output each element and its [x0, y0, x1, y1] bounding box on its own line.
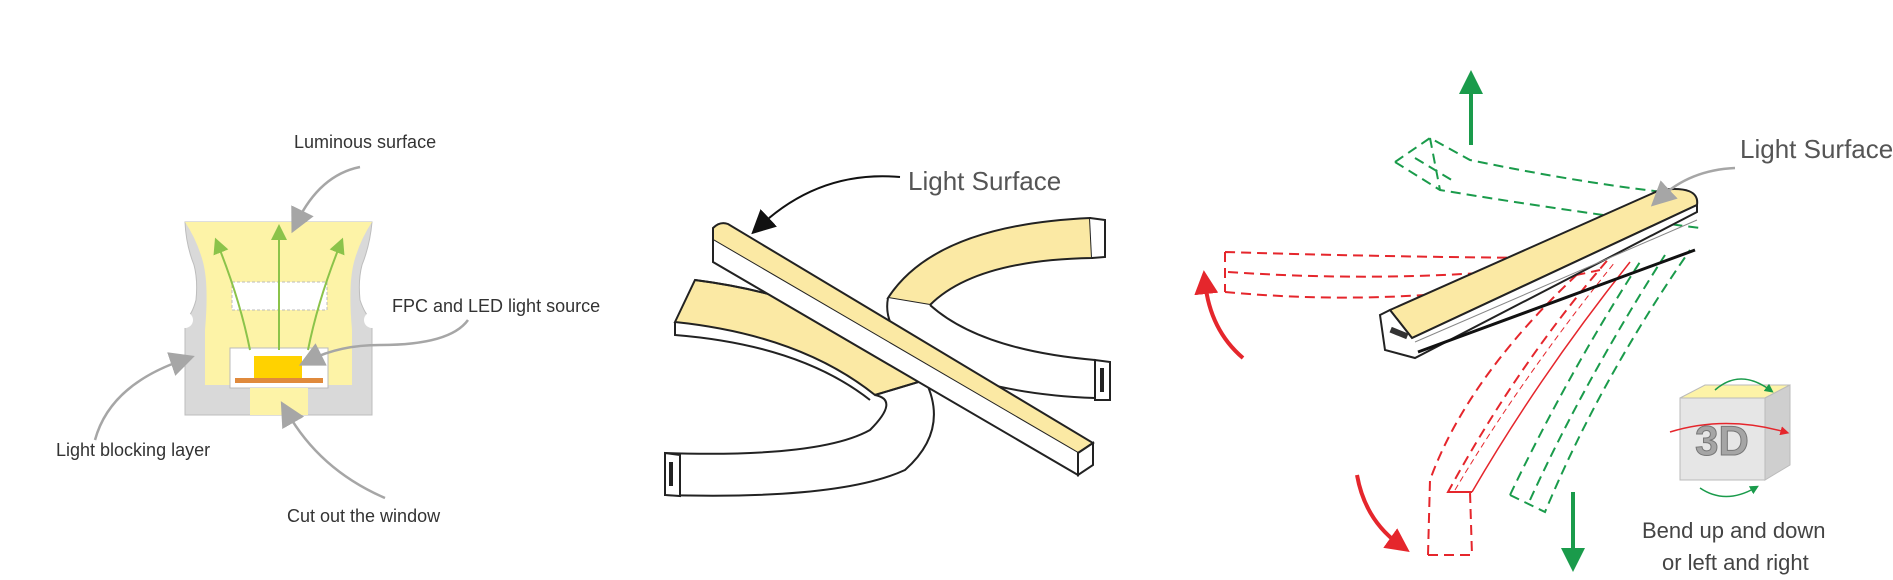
label-fpc-led: FPC and LED light source: [392, 296, 601, 316]
green-upbend-inner: [1414, 157, 1456, 183]
middle-right-strip-yellow: [886, 216, 1094, 307]
middle-left-strip-side: [674, 322, 871, 401]
right-strip-base-line: [1417, 248, 1696, 354]
label-light-blocking: Light blocking layer: [56, 440, 211, 460]
leader-luminous: [291, 165, 361, 234]
right-light-surface-pointer: [1650, 166, 1736, 207]
red-downbend-outline: [1427, 254, 1613, 556]
notch-right: [364, 312, 380, 328]
right-strip-top: [1388, 188, 1699, 340]
bend-caption-line1: Bend up and down: [1642, 518, 1826, 543]
middle-right-end-slot: [1100, 368, 1104, 392]
leader-fpc: [298, 319, 470, 366]
bottom-window: [250, 388, 308, 415]
red-leftbend-outline: [1224, 251, 1601, 299]
red-downbend-inner: [1454, 261, 1616, 491]
green-rightbend-outline: [1509, 249, 1691, 514]
red-downbend-solid: [1471, 261, 1631, 493]
leader-window: [280, 401, 386, 500]
red-left-arrow: [1194, 270, 1245, 360]
light-ray-left: [213, 237, 251, 351]
middle-straight-bar-end: [1077, 441, 1094, 477]
label-luminous-surface: Luminous surface: [294, 132, 437, 152]
led-chip: [254, 356, 302, 378]
bend-caption-line2: or left and right: [1662, 550, 1809, 575]
middle-left-end-slot: [669, 462, 673, 486]
right-strip-side: [1378, 203, 1698, 360]
right-strip-mid-line: [1414, 219, 1698, 343]
middle-right-strip-outer: [1089, 217, 1106, 259]
middle-light-surface-label: Light Surface: [908, 166, 1062, 196]
pcb-strip: [235, 378, 323, 383]
leader-blocking: [93, 352, 195, 441]
cube-badge-text: 3D: [1695, 417, 1749, 464]
right-strip-end-slot: [1389, 326, 1409, 340]
notch-left: [177, 312, 193, 328]
middle-light-surface-pointer: [751, 175, 901, 235]
red-down-arrow: [1355, 474, 1410, 552]
3d-cube-icon: [1669, 378, 1791, 498]
right-light-surface-label: Light Surface: [1740, 134, 1893, 164]
label-cut-window: Cut out the window: [287, 506, 441, 526]
light-ray-right: [307, 237, 345, 351]
